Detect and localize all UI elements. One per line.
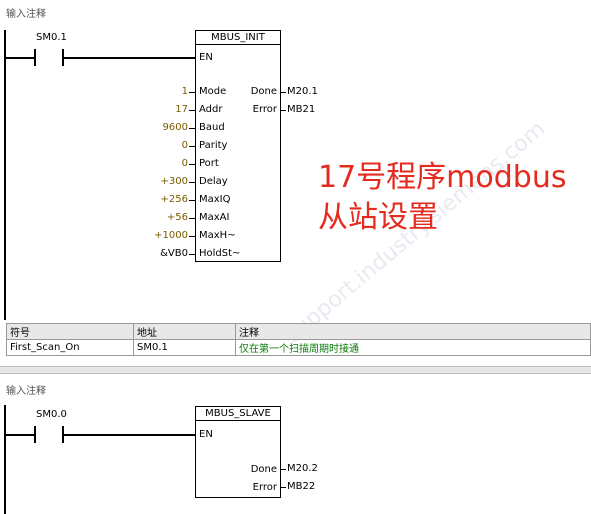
tick	[189, 92, 195, 93]
pin-holdst: HoldSt~	[199, 248, 241, 259]
output-done-value[interactable]: M20.1	[287, 86, 318, 97]
value-addr[interactable]: 17	[175, 104, 188, 115]
value-mode[interactable]: 1	[181, 86, 188, 97]
tick	[189, 128, 195, 129]
network1-comment[interactable]: 输入注释	[6, 9, 46, 20]
tick	[280, 487, 286, 488]
tick	[189, 146, 195, 147]
wire-rail-contact	[6, 57, 34, 59]
pin-delay: Delay	[199, 176, 228, 187]
tick	[280, 110, 286, 111]
contact-left-bar	[34, 49, 36, 66]
pin-maxh: MaxH~	[199, 230, 236, 241]
wire-rail-contact-2	[6, 434, 34, 436]
wire-contact-en-2	[64, 434, 196, 436]
network-separator	[0, 366, 591, 374]
header-address[interactable]: 地址	[133, 323, 236, 340]
tick	[280, 469, 286, 470]
tick	[280, 92, 286, 93]
contact-sm00-label[interactable]: SM0.0	[36, 409, 67, 420]
cell-address[interactable]: SM0.1	[133, 339, 236, 356]
tick	[189, 164, 195, 165]
pin-parity: Parity	[199, 140, 228, 151]
output-done-value-2[interactable]: M20.2	[287, 463, 318, 474]
cell-symbol[interactable]: First_Scan_On	[6, 339, 134, 356]
value-baud[interactable]: 9600	[162, 122, 188, 133]
pin-addr: Addr	[199, 104, 223, 115]
tick	[189, 254, 195, 255]
contact-right-bar	[62, 49, 64, 66]
symbol-table: 符号 地址 注释 First_Scan_On SM0.1 仅在第一个扫描周期时接…	[6, 323, 591, 356]
tick	[189, 110, 195, 111]
power-rail-1	[4, 30, 6, 320]
mbus-slave-block[interactable]: MBUS_SLAVE EN Done Error	[195, 406, 281, 498]
pin-error: Error	[252, 482, 277, 493]
value-parity[interactable]: 0	[181, 140, 188, 151]
network2-comment[interactable]: 输入注释	[6, 386, 46, 397]
contact2-right-bar	[62, 426, 64, 443]
pin-mode: Mode	[199, 86, 227, 97]
cell-comment[interactable]: 仅在第一个扫描周期时接通	[235, 339, 591, 356]
symbol-table-header: 符号 地址 注释	[6, 323, 591, 340]
overlay-line-1: 17号程序modbus	[318, 160, 567, 195]
block-title: MBUS_INIT	[196, 31, 280, 45]
tick	[189, 182, 195, 183]
value-maxai[interactable]: +56	[166, 212, 188, 223]
tick	[189, 200, 195, 201]
pin-baud: Baud	[199, 122, 225, 133]
wire-contact-en	[64, 57, 196, 59]
mbus-init-block[interactable]: MBUS_INIT EN Mode Addr Baud Parity Port …	[195, 30, 281, 262]
contact-sm01-label[interactable]: SM0.1	[36, 32, 67, 43]
pin-maxiq: MaxIQ	[199, 194, 231, 205]
tick	[189, 236, 195, 237]
contact2-left-bar	[34, 426, 36, 443]
value-maxh[interactable]: +1000	[154, 230, 188, 241]
pin-error: Error	[252, 104, 277, 115]
output-error-value-2[interactable]: MB22	[287, 481, 316, 492]
header-symbol[interactable]: 符号	[6, 323, 134, 340]
value-delay[interactable]: +300	[160, 176, 188, 187]
tick	[189, 218, 195, 219]
power-rail-2	[4, 405, 6, 514]
pin-port: Port	[199, 158, 219, 169]
table-row[interactable]: First_Scan_On SM0.1 仅在第一个扫描周期时接通	[6, 339, 591, 356]
value-holdst[interactable]: &VB0	[160, 248, 188, 259]
header-comment[interactable]: 注释	[235, 323, 591, 340]
pin-done: Done	[250, 464, 277, 475]
pin-maxai: MaxAI	[199, 212, 230, 223]
block-title: MBUS_SLAVE	[196, 407, 280, 421]
pin-done: Done	[250, 86, 277, 97]
value-maxiq[interactable]: +256	[160, 194, 188, 205]
overlay-line-2: 从站设置	[318, 200, 438, 235]
output-error-value[interactable]: MB21	[287, 104, 316, 115]
value-port[interactable]: 0	[181, 158, 188, 169]
en-pin: EN	[199, 52, 213, 63]
en-pin: EN	[199, 429, 213, 440]
